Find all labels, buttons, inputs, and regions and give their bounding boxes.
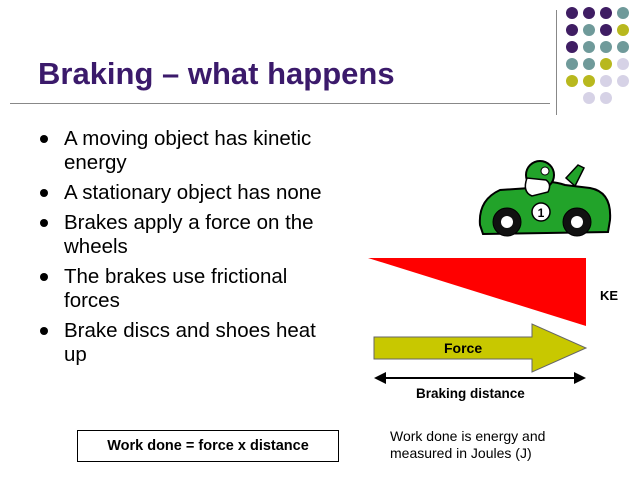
dot bbox=[583, 75, 595, 87]
race-car-icon: 1 bbox=[478, 160, 612, 237]
dot bbox=[617, 24, 629, 36]
kinetic-energy-triangle bbox=[368, 258, 586, 326]
decorative-dot-grid bbox=[566, 7, 634, 107]
dot bbox=[566, 7, 578, 19]
dot bbox=[600, 24, 612, 36]
dot bbox=[566, 24, 578, 36]
dot bbox=[583, 92, 595, 104]
force-label: Force bbox=[444, 340, 483, 356]
bullet-icon bbox=[40, 219, 48, 227]
dot bbox=[583, 58, 595, 70]
dot bbox=[566, 41, 578, 53]
slide-title: Braking – what happens bbox=[38, 56, 395, 91]
bullet-icon bbox=[40, 273, 48, 281]
dot bbox=[617, 75, 629, 87]
dot bbox=[617, 58, 629, 70]
vertical-divider bbox=[556, 10, 557, 115]
dot bbox=[600, 92, 612, 104]
dot bbox=[583, 41, 595, 53]
dot bbox=[600, 41, 612, 53]
braking-distance-label: Braking distance bbox=[416, 386, 525, 401]
dot bbox=[600, 7, 612, 19]
dot bbox=[583, 24, 595, 36]
list-item: The brakes use frictional forces bbox=[40, 265, 330, 313]
ke-label: KE bbox=[600, 288, 619, 303]
list-item: A stationary object has none bbox=[40, 181, 330, 205]
bullet-icon bbox=[40, 135, 48, 143]
dot bbox=[617, 7, 629, 19]
braking-distance-arrow bbox=[374, 372, 586, 384]
dot bbox=[566, 75, 578, 87]
formula-box: Work done = force x distance bbox=[77, 430, 339, 462]
dot bbox=[600, 75, 612, 87]
dot bbox=[583, 7, 595, 19]
list-item: Brake discs and shoes heat up bbox=[40, 319, 330, 367]
car-number: 1 bbox=[538, 206, 545, 220]
dot bbox=[600, 58, 612, 70]
force-arrow bbox=[373, 323, 588, 373]
list-item: Brakes apply a force on the wheels bbox=[40, 211, 330, 259]
bullet-icon bbox=[40, 327, 48, 335]
dot bbox=[617, 41, 629, 53]
list-item: A moving object has kinetic energy bbox=[40, 127, 330, 175]
dot bbox=[566, 58, 578, 70]
horizontal-divider bbox=[10, 103, 550, 104]
bullet-list: A moving object has kinetic energy A sta… bbox=[40, 127, 330, 373]
work-done-note: Work done is energy and measured in Joul… bbox=[390, 428, 546, 461]
bullet-icon bbox=[40, 189, 48, 197]
